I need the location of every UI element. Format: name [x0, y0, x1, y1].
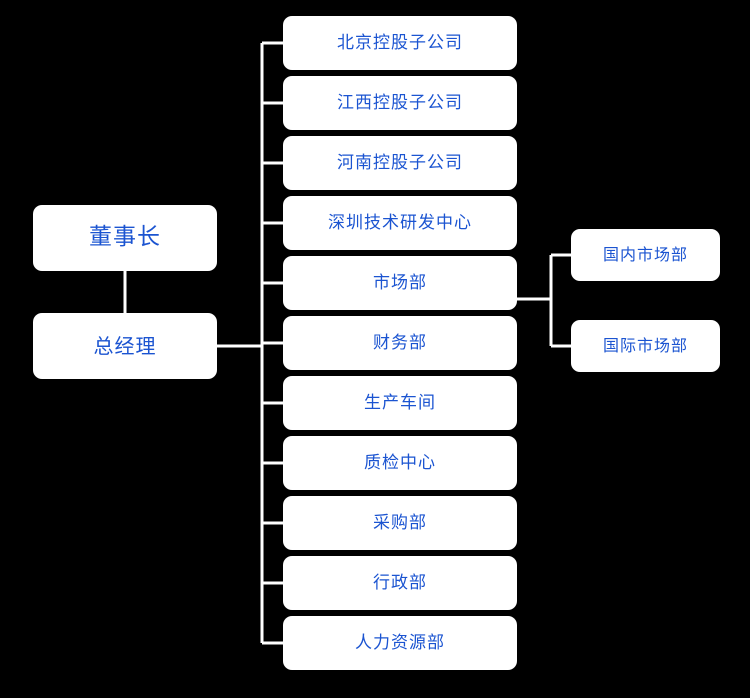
node-label: 财务部 — [373, 332, 427, 353]
node-label: 采购部 — [373, 512, 427, 533]
node-department-quality-inspection-center[interactable]: 质检中心 — [283, 436, 517, 490]
node-label: 生产车间 — [364, 392, 436, 413]
node-department-human-resources[interactable]: 人力资源部 — [283, 616, 517, 670]
node-department-marketing[interactable]: 市场部 — [283, 256, 517, 310]
node-department-procurement[interactable]: 采购部 — [283, 496, 517, 550]
node-general-manager-label: 总经理 — [93, 334, 157, 358]
node-general-manager[interactable]: 总经理 — [33, 313, 217, 379]
node-chairman-label: 董事长 — [89, 224, 161, 251]
node-label: 行政部 — [373, 572, 427, 593]
node-label: 人力资源部 — [355, 632, 445, 653]
node-department-finance[interactable]: 财务部 — [283, 316, 517, 370]
node-label: 质检中心 — [364, 452, 436, 473]
node-label: 江西控股子公司 — [337, 92, 463, 113]
node-subdepartment-domestic-market[interactable]: 国内市场部 — [571, 229, 720, 281]
node-department-production-workshop[interactable]: 生产车间 — [283, 376, 517, 430]
node-department-jiangxi-subsidiary[interactable]: 江西控股子公司 — [283, 76, 517, 130]
node-label: 深圳技术研发中心 — [328, 212, 472, 233]
node-label: 国际市场部 — [602, 336, 688, 356]
node-label: 市场部 — [373, 272, 427, 293]
node-department-beijing-subsidiary[interactable]: 北京控股子公司 — [283, 16, 517, 70]
node-department-shenzhen-rnd-center[interactable]: 深圳技术研发中心 — [283, 196, 517, 250]
node-department-administration[interactable]: 行政部 — [283, 556, 517, 610]
node-department-henan-subsidiary[interactable]: 河南控股子公司 — [283, 136, 517, 190]
node-subdepartment-international-market[interactable]: 国际市场部 — [571, 320, 720, 372]
node-label: 北京控股子公司 — [337, 32, 463, 53]
node-chairman[interactable]: 董事长 — [33, 205, 217, 271]
node-label: 国内市场部 — [602, 245, 688, 265]
node-label: 河南控股子公司 — [337, 152, 463, 173]
